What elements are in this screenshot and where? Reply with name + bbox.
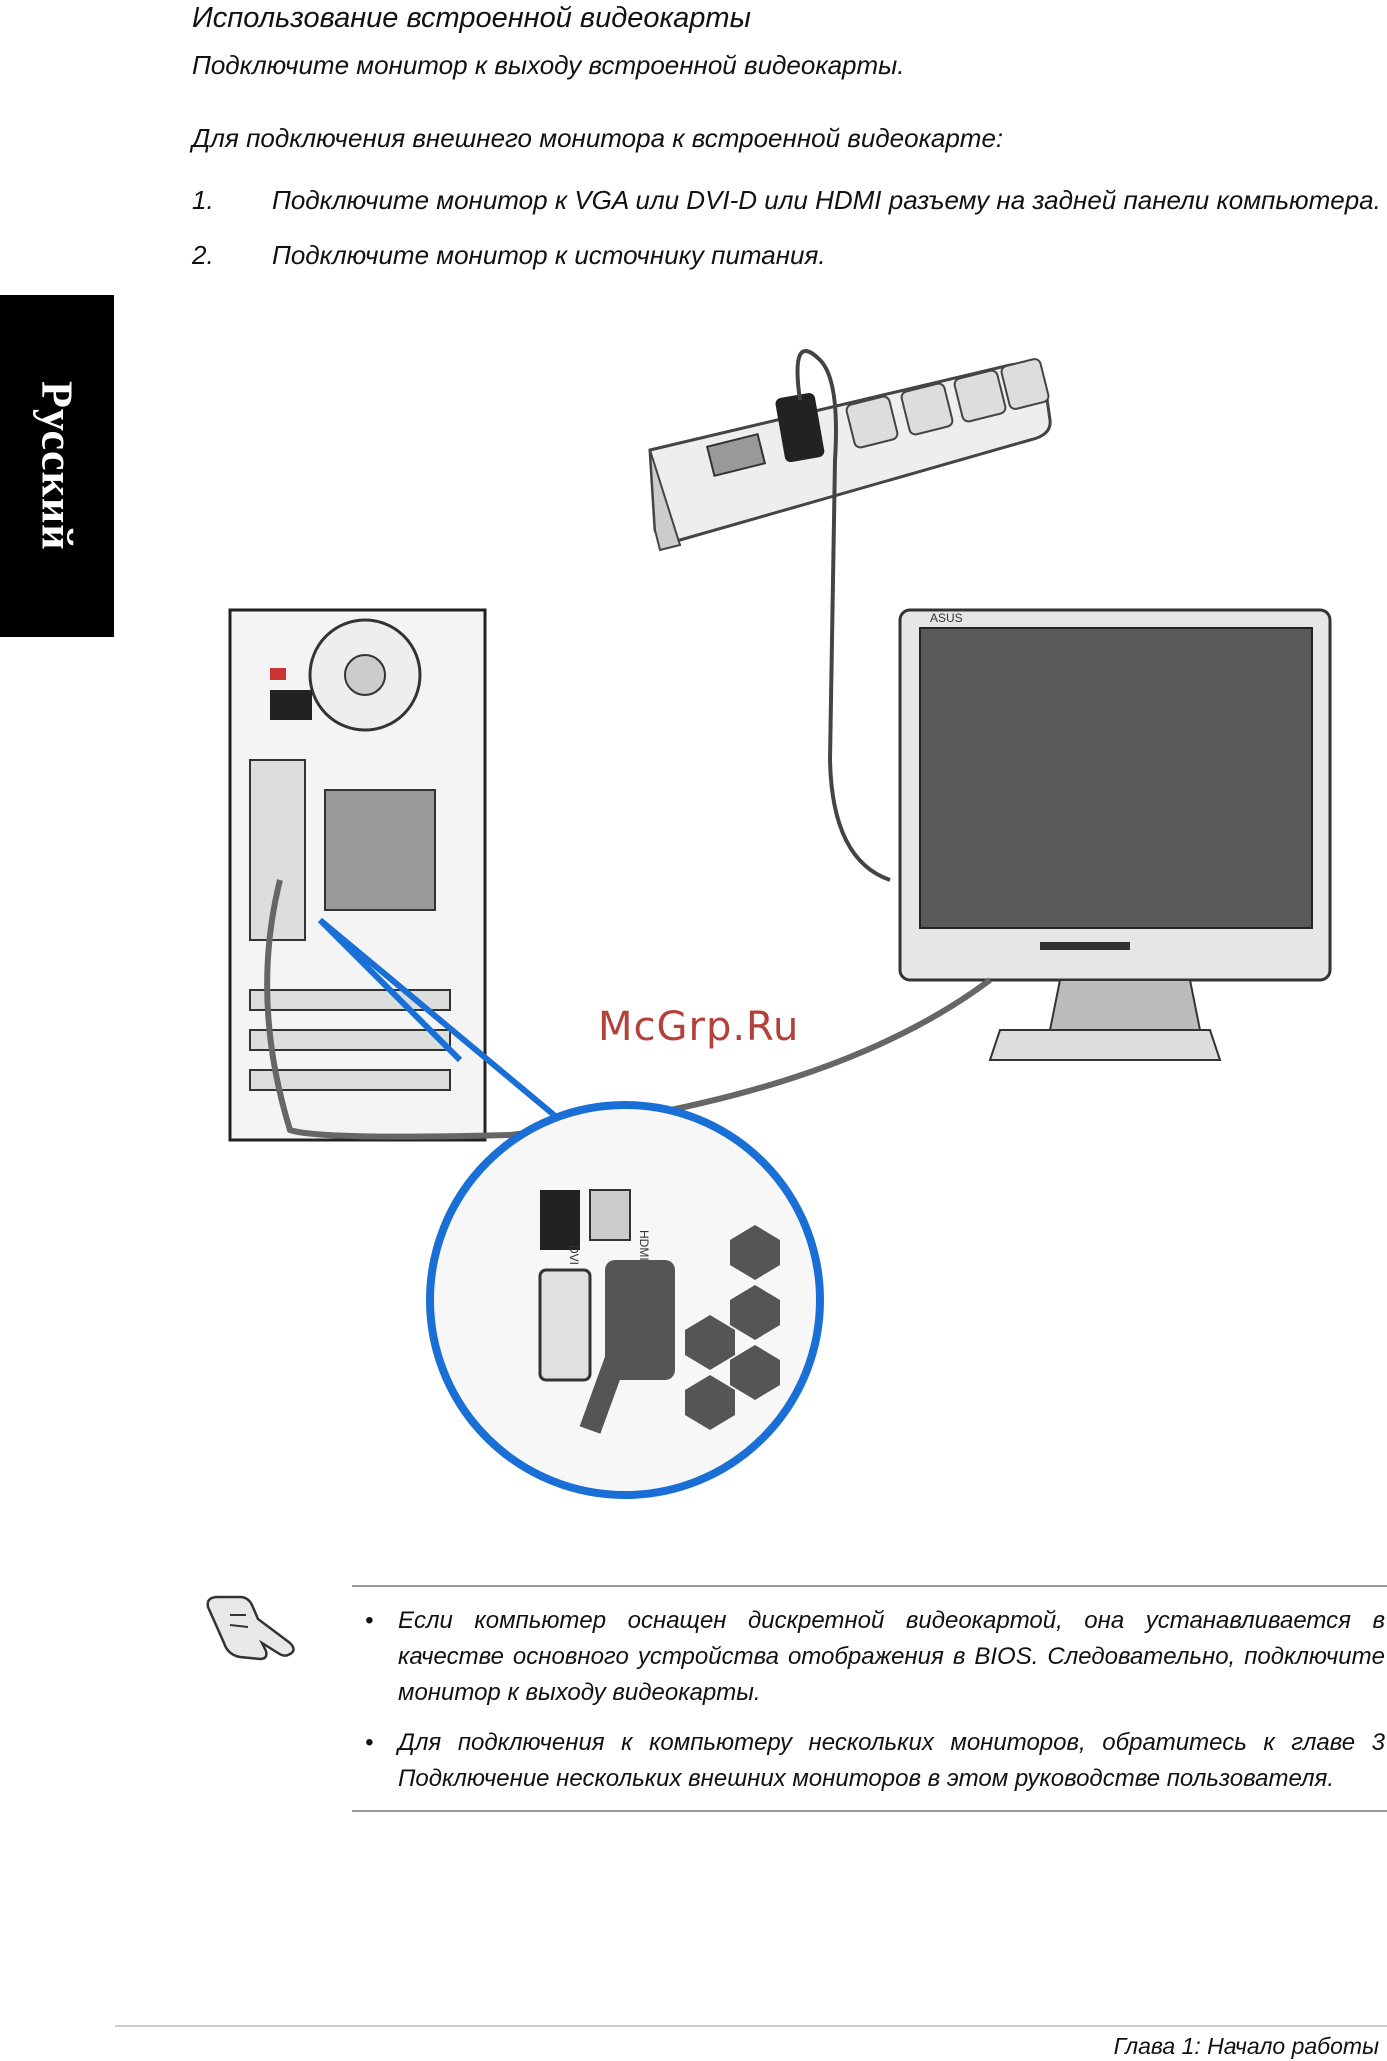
footer-rule [115,2025,1387,2027]
language-tab-label: Русский [32,381,82,551]
footer-chapter-label: Глава 1: Начало работы [1113,2033,1379,2059]
dvi-port-label: DVI [567,1245,581,1265]
watermark-text: McGrp.Ru [598,1004,800,1050]
pc-tower-icon [228,608,487,1142]
hand-note-icon [206,1595,295,1661]
power-strip-icon [648,358,1052,552]
instructions-intro: Для подключения внешнего монитора к встр… [192,123,1004,153]
language-side-tab: Русский [0,295,114,637]
notes-bottom-rule [352,1810,1387,1812]
notes-top-rule [352,1585,1387,1587]
section-subtitle: Подключите монитор к выходу встроенной в… [192,50,905,80]
step-text: Подключите монитор к источнику питания. [272,240,826,270]
note-text: Для подключения к компьютеру нескольких … [398,1729,1385,1792]
hdmi-port-label: HDMI [637,1230,651,1261]
note-item-2: • Для подключения к компьютеру нескольки… [360,1725,1385,1797]
note-text: Если компьютер оснащен дискретной видеок… [398,1607,1385,1706]
note-bullet: • [365,1607,374,1634]
step-text: Подключите монитор к VGA или DVI-D или H… [272,185,1381,215]
monitor-brand: ASUS [930,611,963,625]
step-number: 1. [192,185,214,215]
step-number: 2. [192,240,214,270]
port-zoom-callout: HDMI DVI [317,917,824,1499]
note-bullet: • [365,1729,374,1756]
note-item-1: • Если компьютер оснащен дискретной виде… [360,1603,1385,1711]
monitor-icon: ASUS [898,608,1332,1061]
connection-illustration: ASUS HDMI DVI [228,349,1332,1499]
section-title: Использование встроенной видеокарты [192,2,751,34]
